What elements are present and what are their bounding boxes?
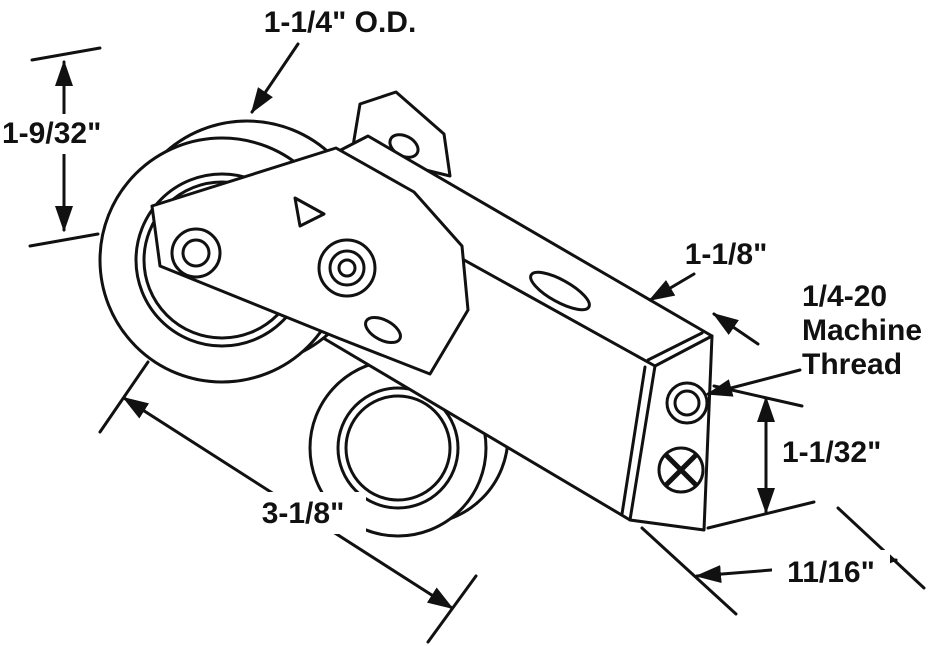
label-top-width: 1-1/8" (685, 238, 768, 271)
dim-endheight-ext-bottom (706, 500, 816, 530)
label-outer-diameter: 1-1/4" O.D. (264, 6, 417, 39)
dim-topwidth-arrow-b (712, 312, 760, 346)
endcap-seam-front (620, 365, 647, 516)
dim-endheight-ext-top (712, 384, 804, 408)
threaded-hole-outer (665, 381, 709, 425)
dim-depth-ext-right (836, 506, 926, 590)
dim-depth-ext-left (640, 526, 738, 616)
threaded-hole-inner (673, 389, 701, 417)
bracket-oval-cutout (364, 315, 402, 345)
label-halo-height (0, 114, 130, 154)
roller-assembly (98, 90, 714, 538)
label-end-height: 1-1/32" (782, 436, 881, 469)
dim-length-tick-top (98, 360, 150, 434)
dim-height-tick-top (30, 46, 102, 62)
dim-thread-leader (706, 368, 802, 397)
bracket (150, 146, 470, 376)
pivot-boss-outer (317, 238, 377, 298)
dim-height-tick-bottom (28, 232, 100, 248)
label-thread-line2: Machine (802, 314, 922, 347)
bracket-triangle-cutout (293, 196, 326, 228)
label-halo-depth (772, 550, 890, 590)
adjustment-slot (529, 270, 591, 312)
label-halo-length (240, 492, 366, 534)
axle-hub-inner (181, 238, 211, 268)
pivot-boss-mid (328, 249, 366, 287)
label-thread-line3: Thread (802, 348, 902, 381)
label-end-depth: 11/16" (787, 556, 875, 589)
phillips-cross-icon (664, 453, 698, 487)
dim-topwidth-arrow-a (648, 272, 696, 302)
dim-length-tick-bottom (426, 574, 478, 644)
housing-topface-end-edge (653, 334, 714, 368)
label-wheel-height: 1-9/32" (2, 117, 101, 150)
label-body-length: 3-1/8" (262, 497, 345, 530)
pivot-boss-inner (337, 258, 357, 278)
axle-hub-outer (170, 227, 222, 279)
dim-od-arrow (250, 42, 300, 114)
endcap-seam-top (646, 331, 704, 362)
bracket-plate (150, 146, 470, 376)
label-thread-line1: 1/4-20 (802, 280, 887, 313)
